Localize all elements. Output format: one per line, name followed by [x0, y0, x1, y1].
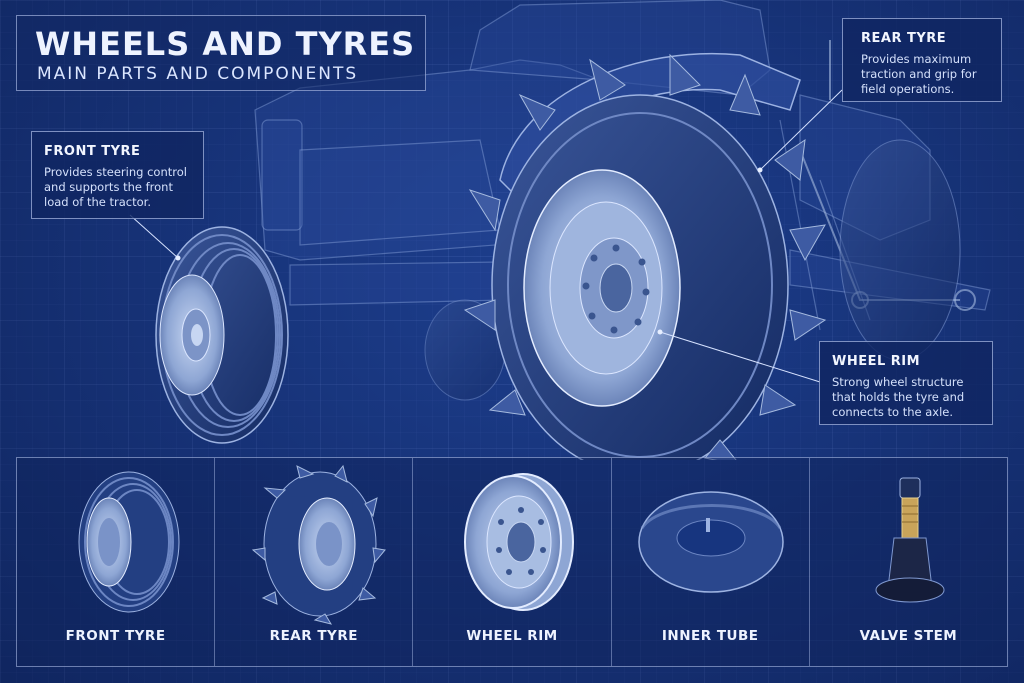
component-rear-tyre: REAR TYRE: [215, 458, 414, 666]
component-inner-tube: INNER TUBE: [612, 458, 810, 666]
title-block: WHEELS AND TYRES MAIN PARTS AND COMPONEN…: [16, 15, 426, 91]
component-front-tyre: FRONT TYRE: [17, 458, 216, 666]
component-label: FRONT TYRE: [65, 628, 166, 644]
valve-stem-icon: [875, 477, 945, 603]
callout-wheel-rim-title: WHEEL RIM: [832, 354, 921, 369]
callout-wheel-rim-description: Strong wheel structure that holds the ty…: [832, 375, 965, 419]
page-title: WHEELS AND TYRES: [35, 25, 416, 63]
callout-front-tyre: FRONT TYRE Provides steering control and…: [31, 131, 204, 219]
callout-rear-tyre-title: REAR TYRE: [861, 31, 947, 46]
front-tyre: [155, 226, 289, 444]
callout-rear-tyre: REAR TYRE Provides maximum traction and …: [842, 18, 1002, 102]
front-tyre-icon: [78, 471, 180, 613]
rear-tyre: [463, 53, 827, 460]
callout-wheel-rim: WHEEL RIM Strong wheel structure that ho…: [819, 341, 993, 425]
component-label: VALVE STEM: [859, 628, 958, 644]
callout-rear-tyre-description: Provides maximum traction and grip for f…: [861, 52, 977, 96]
far-rear-tyre: [839, 139, 961, 361]
callout-front-tyre-title: FRONT TYRE: [44, 144, 141, 159]
component-wheel-rim: WHEEL RIM: [413, 458, 612, 666]
components-row: FRONT TYRE REAR TYRE: [16, 457, 1008, 667]
inner-tube-icon: [637, 491, 784, 593]
callout-front-tyre-description: Provides steering control and supports t…: [44, 165, 187, 209]
component-valve-stem: VALVE STEM: [810, 458, 1007, 666]
leader-lines: [129, 89, 843, 383]
component-label: REAR TYRE: [269, 628, 358, 644]
wheel-rim-icon: [464, 473, 575, 611]
page-subtitle: MAIN PARTS AND COMPONENTS: [37, 64, 359, 84]
tractor-illustration: [129, 0, 991, 460]
rear-tyre-icon: [252, 464, 387, 625]
component-label: WHEEL RIM: [466, 628, 558, 644]
component-label: INNER TUBE: [661, 628, 759, 644]
